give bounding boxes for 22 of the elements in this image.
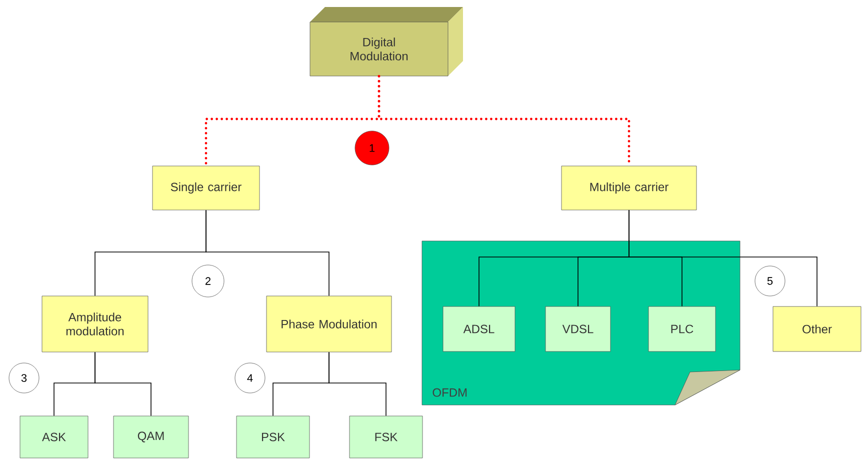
process-box: QAM <box>113 416 189 458</box>
connector <box>94 352 152 416</box>
connector <box>206 210 330 296</box>
callout-number: 1 <box>354 130 390 166</box>
cube-box: Digital Modulation <box>310 7 463 76</box>
process-box: FSK <box>349 416 423 458</box>
process-box: Phase Modulation <box>266 296 392 352</box>
process-box: Multiple carrier <box>561 166 697 210</box>
process-box: Amplitude modulation <box>42 296 148 352</box>
connector <box>628 210 818 307</box>
connector <box>328 352 386 416</box>
process-box: PLC <box>648 306 716 352</box>
process-box: Other <box>772 306 862 352</box>
process-box: PSK <box>236 416 310 458</box>
callout-number: 5 <box>754 266 786 296</box>
callout-number: 3 <box>8 362 40 394</box>
callout-number: 4 <box>234 362 266 394</box>
callout-number: 2 <box>192 264 224 298</box>
process-box: ADSL <box>442 306 516 352</box>
process-box: Single carrier <box>152 166 260 210</box>
process-box: VDSL <box>545 306 611 352</box>
process-box: ASK <box>20 416 88 458</box>
